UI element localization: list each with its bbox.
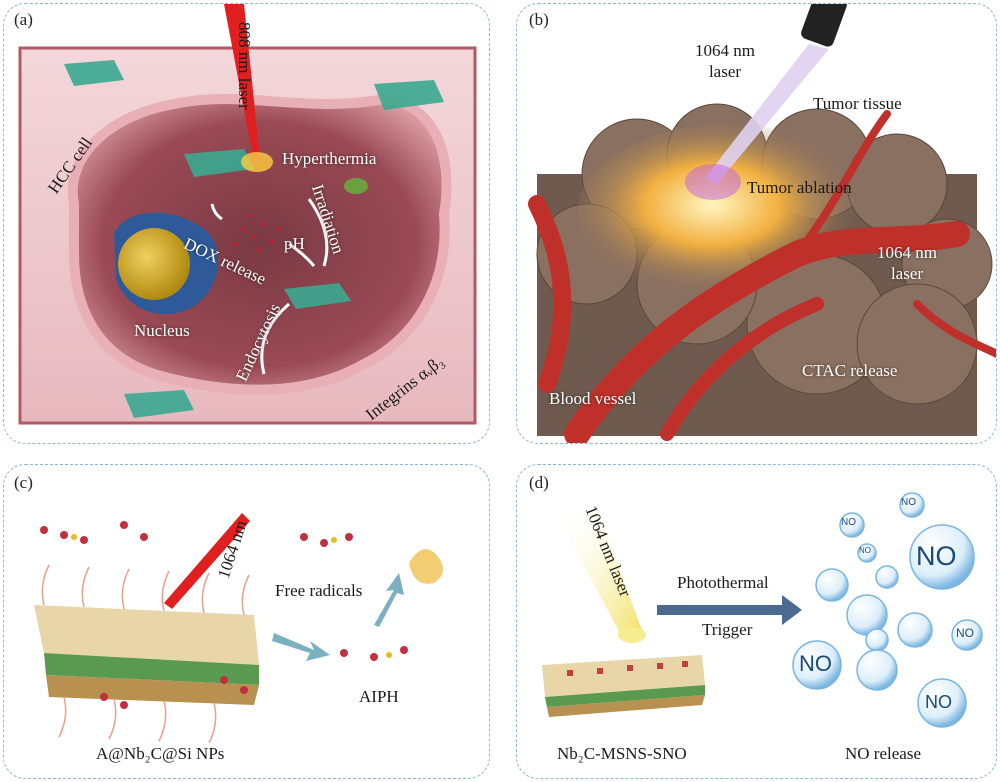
bubble-label: NO [901, 497, 916, 508]
blood-vessel-label: Blood vessel [549, 389, 637, 408]
arrow-to-aiph [272, 633, 330, 661]
panel-b-illustration [528, 4, 996, 443]
panel-d-illustration [542, 492, 983, 728]
process-arrows [210, 198, 329, 375]
caption-c: A@Nb₂C@Si NPs [96, 744, 225, 763]
tumor-tissue-label: Tumor tissue [813, 94, 902, 113]
ctac-release-label: CTAC release [802, 361, 898, 380]
panel-c-label: (c) [14, 473, 33, 492]
trigger-label: Trigger [702, 620, 753, 639]
no-donor-sites [567, 661, 688, 676]
mitochondria-icon [344, 178, 368, 194]
panel-b-label: (b) [529, 10, 549, 29]
nanosheet-bottom [547, 695, 705, 717]
bubble-label: NO [925, 692, 952, 712]
tumor-ablation-label: Tumor ablation [747, 178, 852, 197]
dox-particles [234, 214, 281, 252]
laser-beam [224, 4, 260, 162]
blood-vessels [528, 110, 996, 443]
panel-a-label: (a) [14, 10, 33, 29]
radical-spark [409, 549, 443, 584]
panel-d: (d) 1064 nm laser Photothermal Trigger N… [516, 464, 997, 779]
sulfur-atoms [71, 534, 392, 658]
caption-d-left: Nb₂C-MSNS-SNO [557, 744, 687, 763]
trigger-arrow [657, 595, 802, 625]
panel-c-illustration [34, 513, 443, 744]
aiph-molecules [40, 521, 408, 709]
laser-hotspot [241, 152, 273, 172]
nanosheet-icons [64, 60, 444, 418]
nanosheet-top [542, 655, 705, 697]
nanosheet-middle [44, 653, 259, 685]
bubble-label: NO [859, 546, 871, 555]
bubble-label: NO [916, 541, 957, 571]
free-radicals-label: Free radicals [275, 581, 363, 600]
laser-beam [164, 513, 250, 609]
no-bubbles [792, 492, 983, 728]
arrow-to-radicals [374, 573, 404, 627]
laser-hotspot [685, 164, 741, 200]
hcc-cell-body [67, 93, 452, 395]
nanosheet-bottom [46, 675, 259, 705]
hyperthermia-label: Hyperthermia [282, 149, 377, 168]
photothermal-label: Photothermal [677, 573, 769, 592]
nucleus-icon [118, 228, 190, 300]
laser-label: 808 nm laser [235, 22, 254, 110]
panel-a-illustration [18, 4, 477, 425]
polymer-chains [41, 564, 250, 744]
nanosheet-middle [545, 685, 705, 707]
ph-label: pH [284, 234, 305, 253]
bubble-label: NO [956, 626, 974, 640]
bubble-label: NO [841, 517, 856, 528]
aiph-label: AIPH [359, 687, 399, 706]
laser-beam [557, 510, 642, 637]
panel-c: (c) 1064 nm Free radicals AIPH A@Nb₂C@Si… [3, 464, 490, 779]
nanosheet-top [34, 605, 259, 665]
laser-hotspot [618, 627, 646, 643]
laser-device [801, 4, 847, 47]
laser-right-label: 1064 nm laser [877, 243, 937, 283]
caption-d-right: NO release [845, 744, 921, 763]
bubble-label: NO [799, 651, 832, 676]
laser-top-label: 1064 nm laser [695, 41, 755, 81]
laser-beam [705, 44, 829, 184]
panel-b: (b) 1064 nm laser Tumor tissue Tumor abl… [516, 3, 997, 444]
panel-a: (a) 808 nm laser HCC cell Hyperthermia I… [3, 3, 490, 444]
nucleus-label: Nucleus [134, 321, 190, 340]
panel-d-label: (d) [529, 473, 549, 492]
